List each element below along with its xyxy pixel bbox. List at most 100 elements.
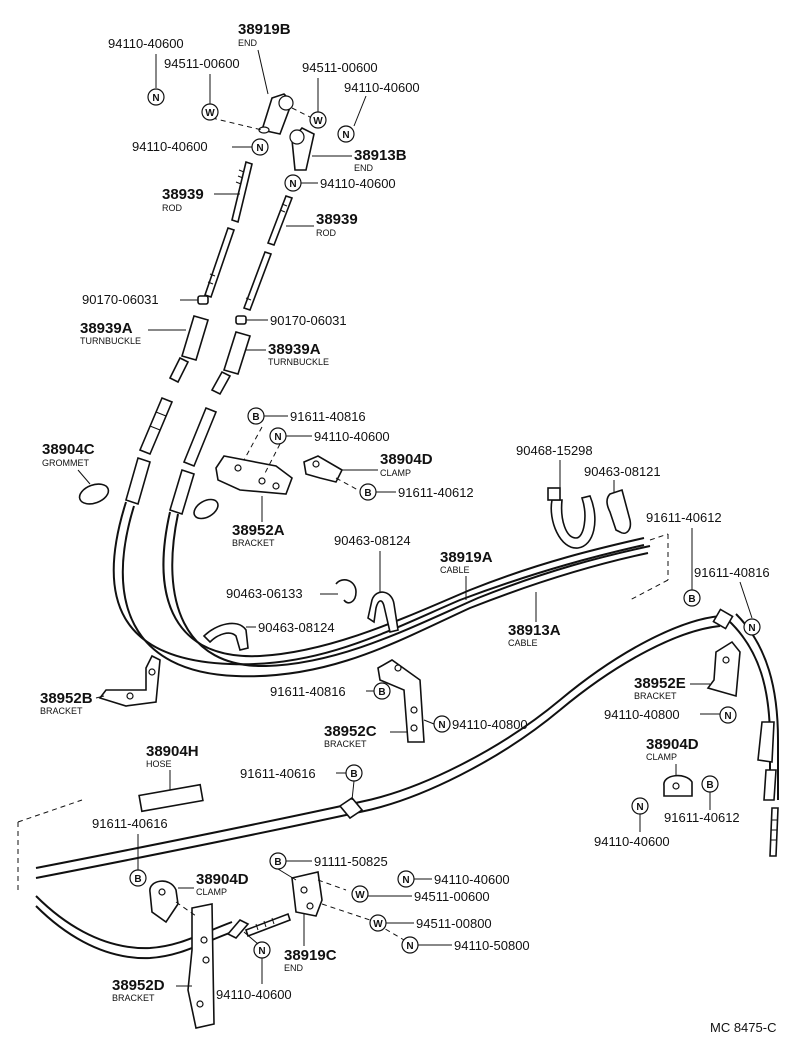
washer-symbol: W (205, 108, 215, 119)
part-91611-40616-b: 91611-40616 (92, 816, 168, 831)
bolt-symbol: B (364, 488, 371, 499)
nut-symbol: N (256, 143, 263, 154)
part-38904D-c-desc: CLAMP (646, 752, 677, 762)
part-90170-06031-a: 90170-06031 (82, 292, 159, 307)
hose-38904H (138, 783, 204, 813)
part-38919A-desc: CABLE (440, 565, 470, 575)
part-94110-40600-h: 94110-40600 (216, 987, 292, 1002)
end-38913B (289, 127, 315, 171)
diagram-reference-code: MC 8475-C (710, 1020, 776, 1035)
part-38919C-desc: END (284, 963, 304, 973)
part-38952B: 38952B (40, 690, 93, 707)
clamp-38904D-lower (149, 880, 179, 924)
clip-90468 (547, 487, 596, 549)
rod-38939-right (242, 194, 294, 312)
bracket-38952C (377, 659, 425, 743)
part-38952E-desc: BRACKET (634, 691, 677, 701)
nut-symbol: N (748, 623, 755, 634)
part-38952A-desc: BRACKET (232, 538, 275, 548)
cable-sheath-right (169, 370, 232, 516)
turnbuckle-left (181, 315, 209, 361)
nut-symbol: N (152, 93, 159, 104)
nut-symbol: N (402, 875, 409, 886)
clip-90463-08121 (606, 488, 632, 535)
part-94110-50800: 94110-50800 (454, 938, 530, 953)
bracket-38952D (187, 903, 215, 1029)
part-94110-40600-g: 94110-40600 (434, 872, 510, 887)
bolt-symbol: B (350, 769, 357, 780)
nut-symbol: N (342, 130, 349, 141)
part-38904D-b: 38904D (196, 871, 249, 888)
bolt-symbol: B (688, 594, 695, 605)
end-38919B (258, 93, 294, 135)
rear-cable-end (757, 721, 779, 857)
rod-38939-left (203, 160, 253, 299)
clamp-38904D-right (663, 774, 693, 797)
part-38904D-a-desc: CLAMP (380, 468, 411, 478)
part-38913B-desc: END (354, 163, 374, 173)
bracket-38952B (98, 654, 161, 707)
part-38919C: 38919C (284, 947, 337, 964)
part-91611-40816-b: 91611-40816 (694, 565, 770, 580)
part-38952C: 38952C (324, 723, 377, 740)
part-38919B: 38919B (238, 21, 291, 38)
part-38952D: 38952D (112, 977, 165, 994)
part-38952C-desc: BRACKET (324, 739, 367, 749)
part-94110-40800-b: 94110-40800 (604, 707, 680, 722)
nut-symbol: N (636, 802, 643, 813)
nut-symbol: N (406, 941, 413, 952)
part-94110-40800-a: 94110-40800 (452, 717, 528, 732)
bolt-symbol: B (706, 780, 713, 791)
part-38939-b-desc: ROD (316, 228, 337, 238)
nut-symbol: N (724, 711, 731, 722)
part-90463-08121: 90463-08121 (584, 464, 661, 479)
clip-90463-08124-lower (202, 622, 249, 651)
bolt-symbol: B (134, 874, 141, 885)
part-38904D-a: 38904D (380, 451, 433, 468)
clamp-38904D-upper (303, 455, 344, 483)
part-38939A-b: 38939A (268, 341, 321, 358)
part-38904H-desc: HOSE (146, 759, 172, 769)
nut-symbol: N (289, 179, 296, 190)
part-38904C: 38904C (42, 441, 95, 458)
illustration (17, 93, 779, 1029)
part-94511-00800: 94511-00800 (416, 916, 492, 931)
part-38952A: 38952A (232, 522, 285, 539)
part-91111-50825: 91111-50825 (314, 854, 388, 869)
turnbuckle-right (222, 331, 252, 375)
part-38913A: 38913A (508, 622, 561, 639)
part-94110-40600-e: 94110-40600 (314, 429, 390, 444)
part-38919B-desc: END (238, 38, 258, 48)
part-38919A: 38919A (440, 549, 493, 566)
nut-symbol: N (274, 432, 281, 443)
part-94110-40600-b: 94110-40600 (344, 80, 420, 95)
part-38913B: 38913B (354, 147, 407, 164)
part-94511-00600-a: 94511-00600 (164, 56, 240, 71)
labels: 38919B END 94110-40600 N 94511-00600 W 9… (40, 21, 776, 1035)
part-90463-08124-b: 90463-08124 (258, 620, 335, 635)
part-91611-40612-a: 91611-40612 (398, 485, 474, 500)
bracket-38952E (706, 640, 741, 698)
part-94110-40600-f: 94110-40600 (594, 834, 670, 849)
bracket-38952A (215, 455, 293, 495)
bolt-symbol: B (274, 857, 281, 868)
part-38939-a: 38939 (162, 186, 204, 203)
part-90463-06133: 90463-06133 (226, 586, 303, 601)
part-91611-40816-a: 91611-40816 (290, 409, 366, 424)
grommet-left (78, 483, 110, 505)
part-38939-b: 38939 (316, 211, 358, 228)
part-91611-40612-b: 91611-40612 (646, 510, 722, 525)
part-38952B-desc: BRACKET (40, 706, 83, 716)
bolt-symbol: B (378, 687, 385, 698)
part-38952D-desc: BRACKET (112, 993, 155, 1003)
part-91611-40612-c: 91611-40612 (664, 810, 740, 825)
part-90463-08124-a: 90463-08124 (334, 533, 411, 548)
washer-symbol: W (313, 116, 323, 127)
part-94110-40600-a: 94110-40600 (108, 36, 184, 51)
bolt-symbol: B (252, 412, 259, 423)
end-38919C (291, 871, 323, 917)
part-38904D-c: 38904D (646, 736, 699, 753)
nut-symbol: N (438, 720, 445, 731)
washer-symbol: W (373, 919, 383, 930)
